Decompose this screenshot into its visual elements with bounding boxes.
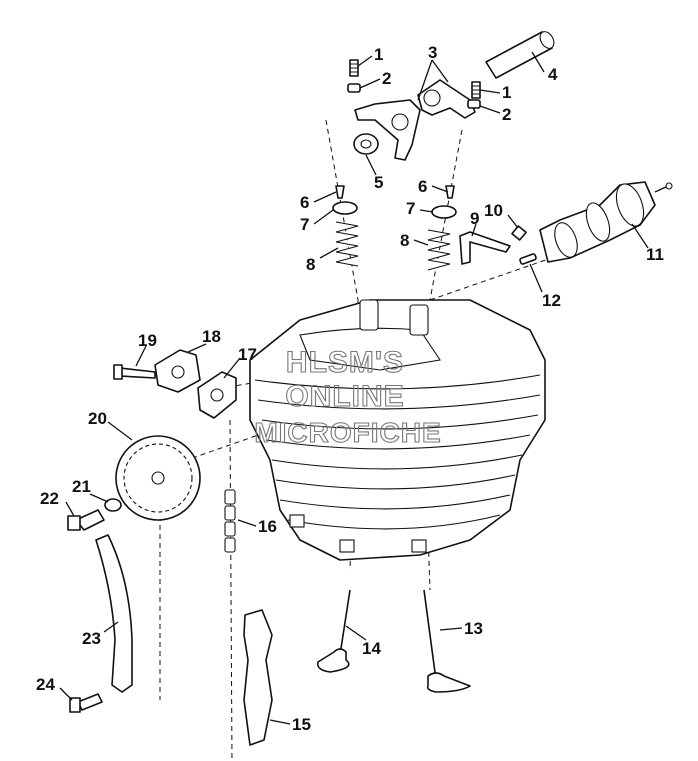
decompressor-lever xyxy=(459,231,511,265)
chain-guide-rear xyxy=(95,534,133,693)
callout-9: 9 xyxy=(470,209,479,228)
spring-retainer-left xyxy=(332,201,358,215)
callout-2-right: 2 xyxy=(502,105,511,124)
callout-22: 22 xyxy=(40,489,59,508)
callout-2-left: 2 xyxy=(382,69,391,88)
valve-collet-left xyxy=(335,185,345,199)
rocker-arm-right xyxy=(417,79,476,119)
tensioner-bolt xyxy=(113,364,156,380)
callout-16: 16 xyxy=(258,517,277,536)
cam-chain xyxy=(224,489,236,553)
callout-8-left: 8 xyxy=(306,255,315,274)
guide-bolt xyxy=(69,693,103,713)
callout-10: 10 xyxy=(484,201,503,220)
tensioner-gasket xyxy=(197,371,237,419)
callout-1-left: 1 xyxy=(374,45,383,64)
lock-nut-right xyxy=(467,99,481,109)
watermark-line-2: ONLINE xyxy=(285,380,404,413)
spring-retainer-right xyxy=(431,205,457,219)
leader-lines xyxy=(59,51,649,725)
rocker-arm-left xyxy=(354,99,421,161)
callout-21: 21 xyxy=(72,477,91,496)
intake-valve xyxy=(316,589,351,673)
dowel-pin xyxy=(519,253,537,265)
camshaft xyxy=(539,181,673,263)
adjuster-screw-left xyxy=(349,59,359,77)
callout-3: 3 xyxy=(428,43,437,62)
callout-5: 5 xyxy=(374,173,383,192)
callout-7-right: 7 xyxy=(406,199,415,218)
callout-12: 12 xyxy=(542,291,561,310)
chain-tensioner xyxy=(154,349,201,393)
valve-collet-right xyxy=(445,185,455,199)
cylinder-head xyxy=(249,299,546,561)
watermark-line-1: HLSM'S xyxy=(286,346,404,379)
callout-7-left: 7 xyxy=(300,215,309,234)
callout-13: 13 xyxy=(464,619,483,638)
valve-spring-right xyxy=(427,229,451,271)
rocker-shaft xyxy=(485,31,555,79)
watermark-line-3: MICROFICHE xyxy=(254,417,441,448)
lever-pin xyxy=(511,225,527,241)
rocker-washer xyxy=(353,133,379,155)
exhaust-valve xyxy=(423,589,471,693)
callout-15: 15 xyxy=(292,715,311,734)
callout-19: 19 xyxy=(138,331,157,350)
adjuster-screw-right xyxy=(471,81,481,99)
chain-guide-front xyxy=(243,609,273,746)
callout-17: 17 xyxy=(238,345,257,364)
callout-23: 23 xyxy=(82,629,101,648)
sprocket-washer xyxy=(104,498,122,512)
callout-1-right: 1 xyxy=(502,83,511,102)
callout-24: 24 xyxy=(36,675,55,694)
lock-nut-left xyxy=(347,83,361,93)
callout-14: 14 xyxy=(362,639,381,658)
sprocket-bolt xyxy=(67,509,105,531)
callout-18: 18 xyxy=(202,327,221,346)
watermark: HLSM'S ONLINE MICROFICHE xyxy=(254,345,441,448)
callout-6-right: 6 xyxy=(418,177,427,196)
callout-11: 11 xyxy=(646,245,664,264)
callout-labels: 1 2 3 4 1 2 5 6 6 7 7 8 8 9 10 11 12 13 … xyxy=(36,43,664,734)
valve-spring-left xyxy=(335,221,359,267)
callout-4: 4 xyxy=(548,65,558,84)
cam-sprocket xyxy=(115,435,201,521)
callout-6-left: 6 xyxy=(300,193,309,212)
callout-20: 20 xyxy=(88,409,107,428)
callout-8-right: 8 xyxy=(400,231,409,250)
